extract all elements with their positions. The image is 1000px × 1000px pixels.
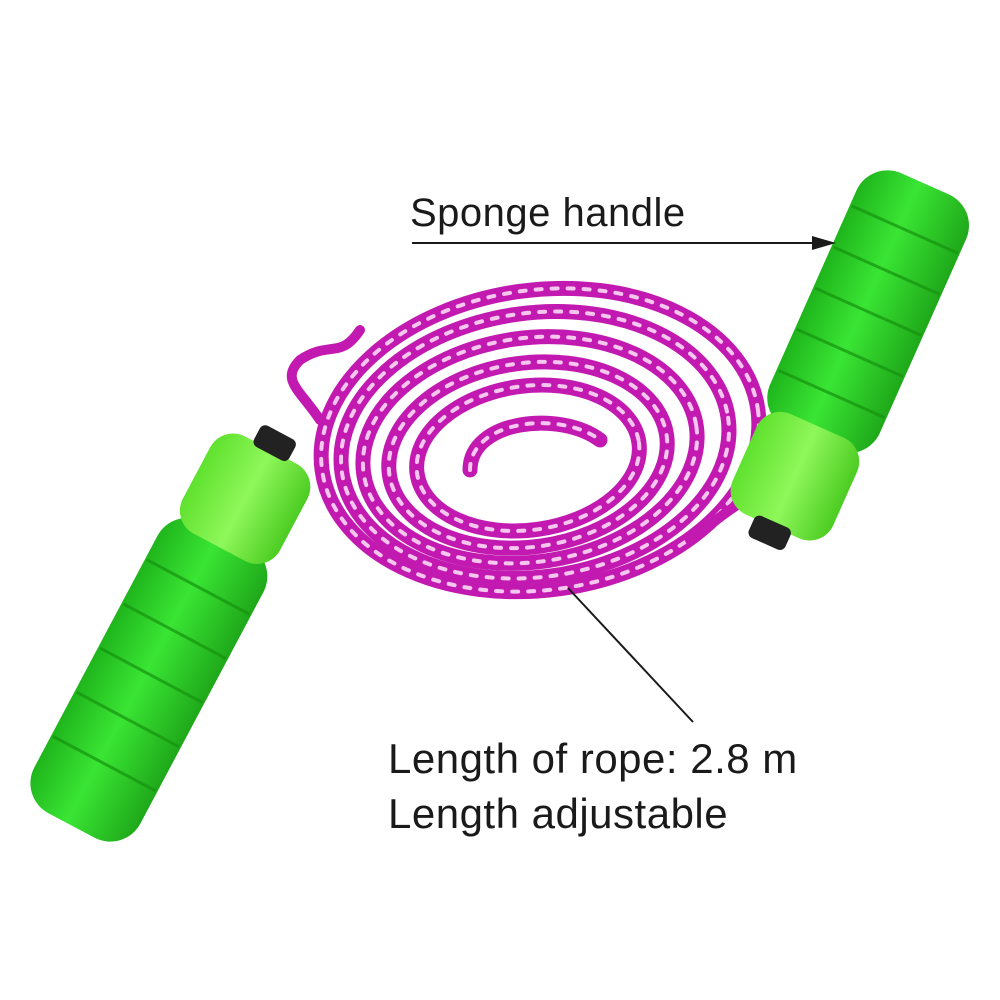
callout-handle-line [412, 236, 836, 250]
rope-coil [286, 280, 767, 600]
rope-length-label: Length of rope: 2.8 m [388, 735, 798, 782]
length-adjustable-label: Length adjustable [388, 790, 729, 837]
sponge-handle-label: Sponge handle [410, 191, 686, 235]
callout-rope-line [567, 587, 694, 723]
right-handle [730, 170, 970, 550]
left-handle [30, 425, 311, 842]
